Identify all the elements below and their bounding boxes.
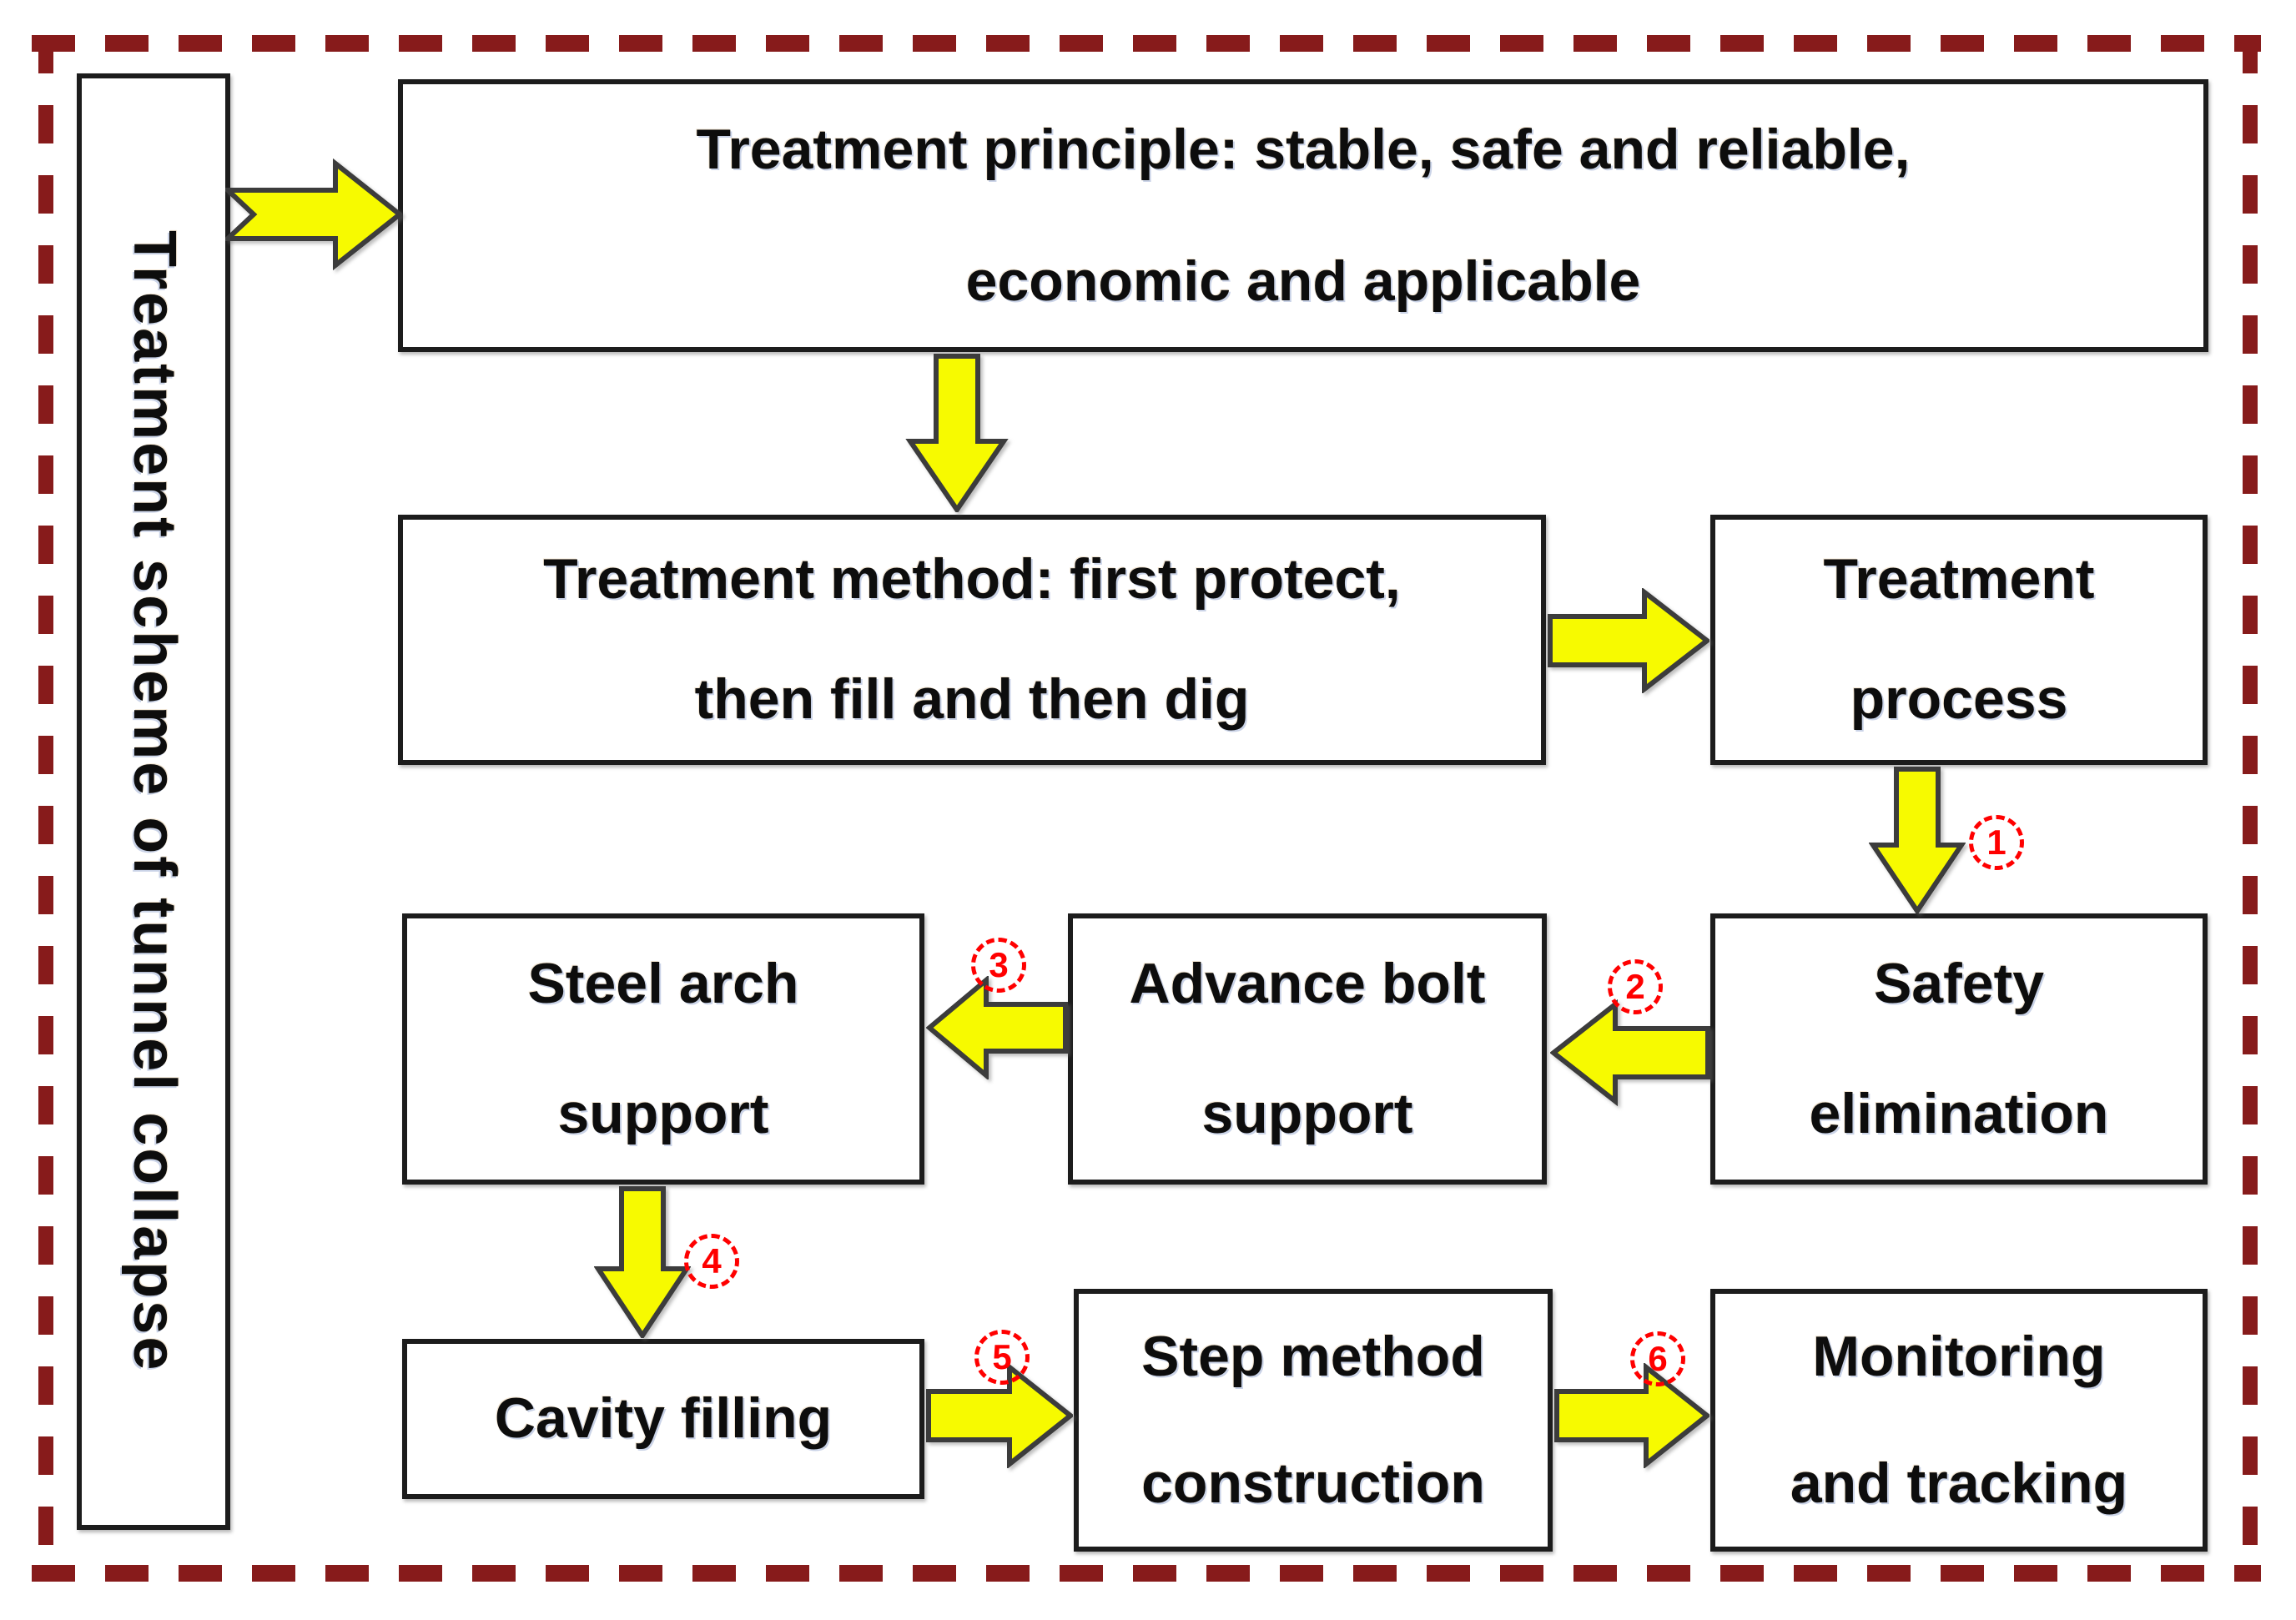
arrow-right-icon bbox=[1548, 588, 1709, 693]
step-2-number: 2 bbox=[1625, 967, 1645, 1006]
step-method-line-2: construction bbox=[1141, 1451, 1485, 1515]
method-box: Treatment method: first protect, then fi… bbox=[398, 515, 1546, 765]
process-line-2: process bbox=[1850, 667, 2068, 732]
method-line-1: Treatment method: first protect, bbox=[543, 547, 1401, 611]
step-6-badge: 6 bbox=[1630, 1331, 1685, 1386]
steel-arch-box: Steel arch support bbox=[402, 913, 924, 1185]
step-5-badge: 5 bbox=[974, 1330, 1030, 1385]
step-3-number: 3 bbox=[989, 945, 1009, 984]
safety-elimination-box: Safety elimination bbox=[1710, 913, 2208, 1185]
step-method-line-1: Step method bbox=[1141, 1325, 1485, 1389]
advance-bolt-box: Advance bolt support bbox=[1068, 913, 1547, 1185]
principle-box: Treatment principle: stable, safe and re… bbox=[398, 79, 2208, 352]
arrow-down-icon bbox=[905, 354, 1009, 512]
monitoring-line-1: Monitoring bbox=[1812, 1325, 2106, 1389]
advance-bolt-line-1: Advance bolt bbox=[1129, 951, 1486, 1015]
dashed-border-left bbox=[38, 35, 53, 1582]
step-3-badge: 3 bbox=[971, 938, 1026, 993]
process-line-1: Treatment bbox=[1823, 547, 2095, 611]
arrow-right-icon bbox=[1554, 1363, 1709, 1468]
advance-bolt-line-2: support bbox=[1201, 1082, 1413, 1146]
step-method-box: Step method construction bbox=[1074, 1289, 1553, 1552]
safety-line-1: Safety bbox=[1873, 951, 2045, 1015]
cavity-line-1: Cavity filling bbox=[494, 1386, 833, 1451]
method-line-2: then fill and then dig bbox=[694, 667, 1250, 732]
process-box: Treatment process bbox=[1710, 515, 2208, 765]
side-title-text: Treatment scheme of tunnel collapse bbox=[120, 230, 188, 1373]
monitoring-box: Monitoring and tracking bbox=[1710, 1289, 2208, 1552]
arrow-right-icon bbox=[225, 158, 402, 270]
principle-line-2: economic and applicable bbox=[965, 249, 1641, 313]
step-4-badge: 4 bbox=[684, 1234, 739, 1289]
principle-line-1: Treatment principle: stable, safe and re… bbox=[696, 118, 1911, 182]
monitoring-line-2: and tracking bbox=[1790, 1451, 2128, 1515]
side-title-box: Treatment scheme of tunnel collapse bbox=[77, 73, 230, 1530]
arrow-down-icon bbox=[1869, 767, 1966, 913]
cavity-filling-box: Cavity filling bbox=[402, 1339, 924, 1499]
arrow-right-icon bbox=[926, 1363, 1073, 1468]
arrow-down-icon bbox=[594, 1186, 691, 1338]
arrow-left-icon bbox=[1550, 999, 1710, 1106]
step-5-number: 5 bbox=[992, 1337, 1012, 1376]
dashed-border-bottom bbox=[32, 1565, 2261, 1582]
arrow-left-icon bbox=[926, 976, 1068, 1079]
steel-arch-line-2: support bbox=[557, 1082, 769, 1146]
dashed-border-right bbox=[2243, 35, 2258, 1582]
steel-arch-line-1: Steel arch bbox=[527, 951, 799, 1015]
step-1-badge: 1 bbox=[1969, 815, 2024, 870]
dashed-border-top bbox=[32, 35, 2261, 52]
step-1-number: 1 bbox=[1986, 823, 2006, 862]
step-4-number: 4 bbox=[702, 1241, 722, 1280]
step-2-badge: 2 bbox=[1608, 959, 1663, 1014]
step-6-number: 6 bbox=[1648, 1339, 1668, 1378]
safety-line-2: elimination bbox=[1809, 1082, 2109, 1146]
